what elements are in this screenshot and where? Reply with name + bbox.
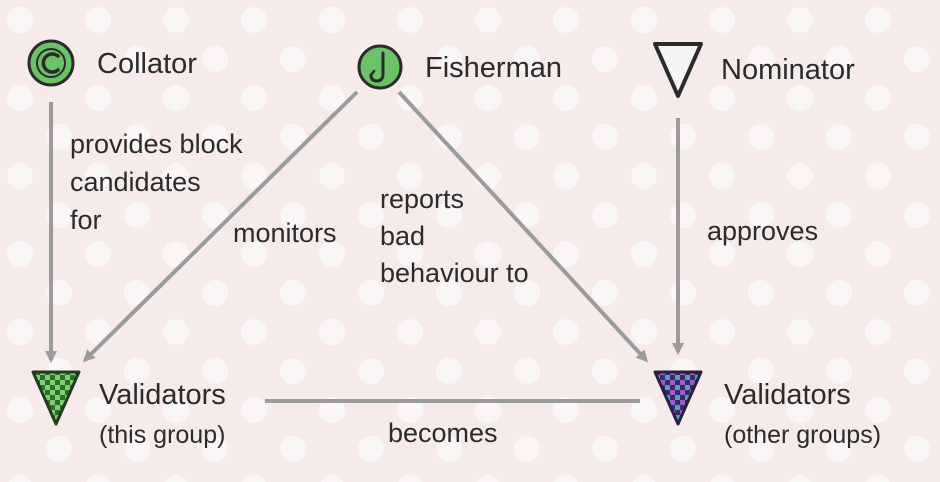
- validators-this-sublabel: (this group): [99, 421, 226, 449]
- edge-label-provides: provides block candidates for: [70, 125, 243, 239]
- validators-this-label: Validators: [99, 379, 226, 411]
- edge-label-provides-line-1: provides block: [70, 129, 243, 159]
- validators-other-sublabel: (other groups): [724, 421, 882, 449]
- edge-label-reports-line-1: reports: [380, 184, 465, 214]
- fisherman-label: Fisherman: [425, 52, 562, 84]
- collator-icon: [27, 39, 75, 87]
- nominator-triangle-icon: [653, 42, 703, 98]
- edge-label-reports: reports bad behaviour to: [380, 181, 529, 292]
- edge-label-provides-line-3: for: [70, 205, 102, 235]
- edge-label-reports-line-3: behaviour to: [380, 258, 529, 288]
- validators-other-label: Validators: [724, 379, 851, 411]
- nominator-label: Nominator: [721, 54, 855, 86]
- edge-fisherman-monitors: [82, 90, 359, 363]
- collator-label: Collator: [97, 48, 197, 80]
- edge-fisherman-reports: [397, 90, 649, 363]
- edge-label-monitors: monitors: [233, 218, 337, 248]
- validator-other-groups-icon: [653, 370, 703, 426]
- edge-label-becomes: becomes: [388, 418, 498, 448]
- edge-label-approves: approves: [707, 216, 819, 246]
- fisherman-hook-icon: [357, 44, 403, 90]
- validator-this-group-icon: [31, 370, 81, 426]
- edge-label-provides-line-2: candidates: [70, 167, 201, 197]
- edge-label-reports-line-2: bad: [380, 221, 426, 251]
